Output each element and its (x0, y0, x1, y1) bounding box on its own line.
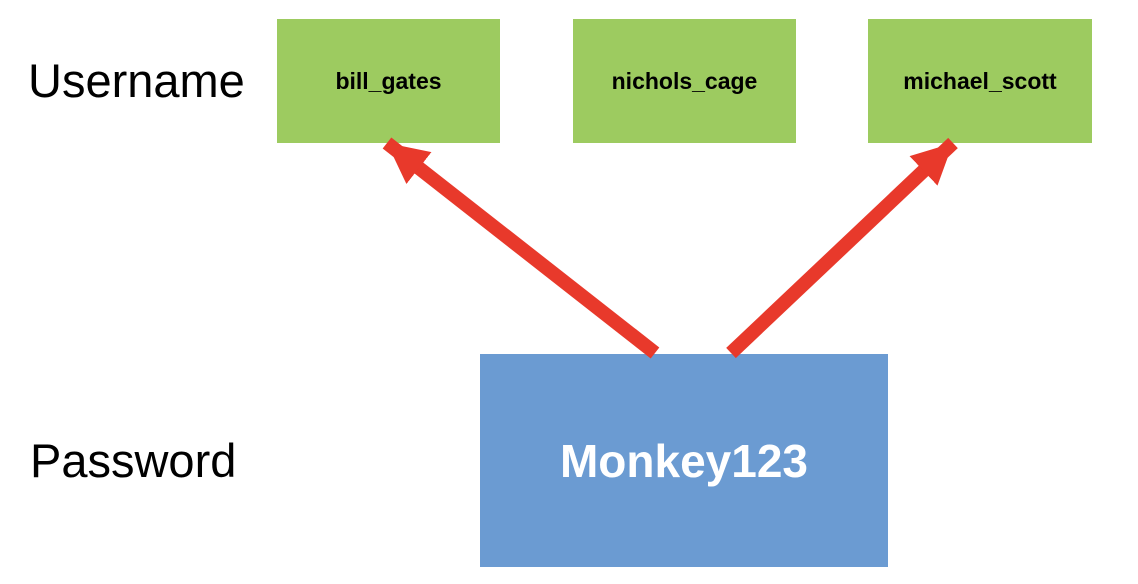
username-box-label: nichols_cage (611, 67, 758, 94)
password-box: Monkey123 (480, 354, 888, 567)
username-box-bill-gates: bill_gates (277, 19, 500, 143)
username-box-nichols-cage: nichols_cage (573, 19, 796, 143)
username-row-label: Username (28, 54, 245, 107)
arrow-password-to-michael-scott (726, 137, 958, 359)
username-box-michael-scott: michael_scott (868, 19, 1092, 143)
username-box-label: bill_gates (335, 67, 442, 94)
username-box-label: michael_scott (903, 67, 1057, 94)
password-box-label: Monkey123 (559, 434, 808, 487)
password-row-label: Password (30, 434, 237, 487)
arrow-password-to-bill-gates (382, 137, 660, 359)
